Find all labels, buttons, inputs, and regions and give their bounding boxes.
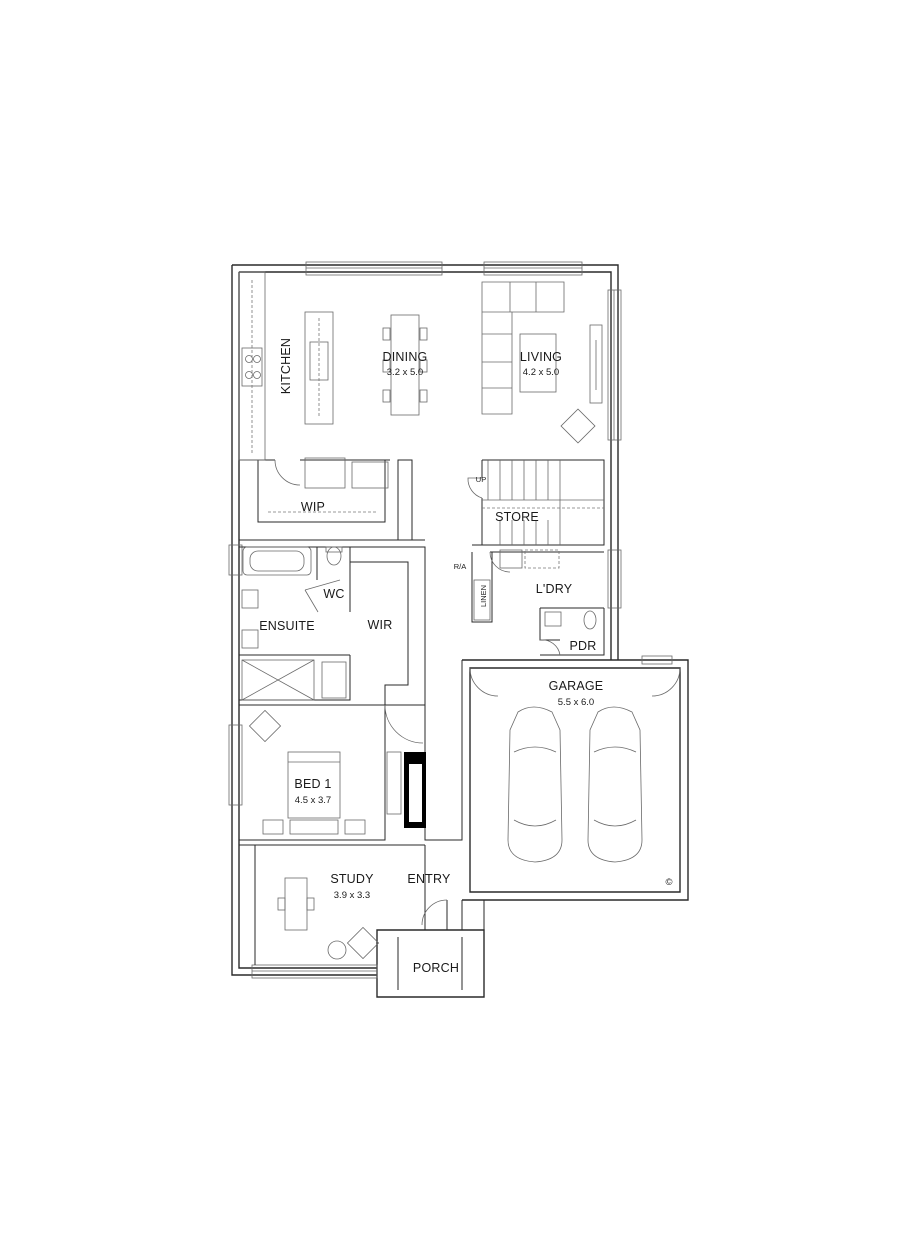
wip-shelves [268, 457, 389, 513]
label-living: LIVING [520, 350, 562, 364]
label-kitchen: KITCHEN [279, 338, 293, 394]
label-porch: PORCH [413, 961, 459, 975]
label-linen: LINEN [479, 585, 488, 607]
label-wip: WIP [301, 500, 325, 514]
label-study: STUDY [330, 872, 374, 886]
label-dining-size: 3.2 x 5.0 [387, 367, 423, 378]
doors [274, 459, 681, 926]
label-stair-up: UP [476, 475, 486, 484]
windows [228, 261, 673, 979]
label-pdr: PDR [570, 639, 597, 653]
copyright-mark: © [666, 877, 673, 888]
label-bed1: BED 1 [294, 777, 331, 791]
label-garage-size: 5.5 x 6.0 [558, 697, 594, 708]
exterior-walls [231, 264, 689, 998]
living-lounge [481, 281, 603, 444]
interior-walls [239, 459, 605, 965]
label-ensuite: ENSUITE [259, 619, 315, 633]
label-entry: ENTRY [407, 872, 451, 886]
garage-cars [507, 706, 643, 863]
label-study-size: 3.9 x 3.3 [334, 890, 370, 901]
stairs [482, 460, 604, 545]
laundry-fixtures [473, 549, 597, 630]
label-wc: WC [323, 587, 344, 601]
label-wir: WIR [368, 618, 393, 632]
room-labels: KITCHEN DINING 3.2 x 5.0 LIVING 4.2 x 5.… [259, 338, 672, 975]
label-ra: R/A [454, 562, 467, 571]
label-store: STORE [495, 510, 539, 524]
kitchen-fixtures [238, 271, 334, 461]
bathroom-fixtures [241, 546, 347, 701]
study-furniture [277, 877, 380, 960]
label-bed1-size: 4.5 x 3.7 [295, 795, 331, 806]
label-dining: DINING [383, 350, 428, 364]
bed-furniture [248, 709, 426, 835]
label-garage: GARAGE [549, 679, 604, 693]
label-laundry: L'DRY [536, 582, 573, 596]
label-living-size: 4.2 x 5.0 [523, 367, 559, 378]
dining-table [382, 314, 428, 416]
